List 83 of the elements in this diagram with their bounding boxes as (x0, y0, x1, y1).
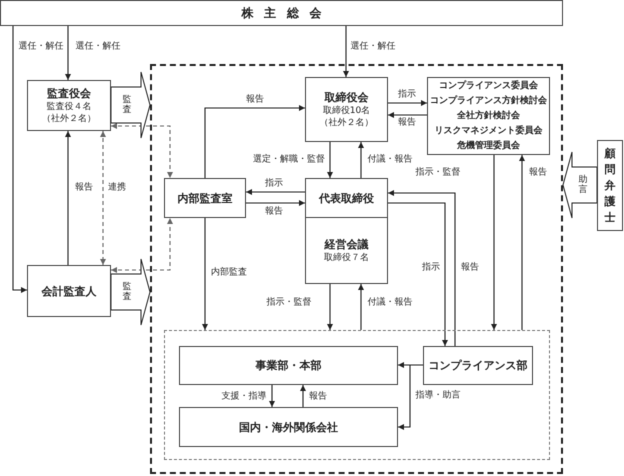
edge-label: 選任・解任 (350, 42, 396, 52)
arrow (111, 218, 173, 273)
arrow (327, 142, 333, 178)
block-arrow (562, 152, 598, 218)
box-title: 内部監査室 (178, 190, 232, 206)
edge-label: 付議・報告 (366, 298, 414, 308)
box-title: 監査役会 (47, 86, 91, 101)
edge-label: 報告 (460, 262, 480, 274)
arrow (388, 100, 427, 106)
box-title: コンプライアンス部 (428, 358, 528, 373)
org-box (164, 178, 246, 218)
edge-label: 支援・指導 (220, 392, 268, 402)
org-box (423, 346, 533, 385)
box-title: 経営会議 (324, 237, 368, 252)
edge-label: 報告 (245, 94, 265, 106)
edge-label: 報告 (264, 206, 284, 218)
arrow (65, 26, 71, 80)
edge-label: 報告 (528, 168, 548, 178)
committee-name: 危機管理委員会 (457, 139, 520, 152)
block-arrow (110, 258, 151, 326)
arrow (388, 202, 448, 346)
edge-label: 指示・監督 (414, 168, 462, 178)
arrow (246, 189, 305, 195)
committee-name: コンプライアンス委員会 (439, 79, 538, 92)
box-title: 取締役会 (324, 90, 368, 105)
arrow (491, 155, 497, 330)
arrow (300, 385, 306, 407)
arrow (202, 218, 208, 330)
arrow (111, 123, 173, 178)
org-box (305, 217, 388, 284)
box-title: 国内・海外関係会社 (239, 420, 338, 434)
org-box (305, 77, 388, 142)
arrow (388, 112, 427, 118)
arrow (398, 364, 423, 430)
arrow (343, 26, 349, 77)
org-box (597, 140, 623, 231)
edge-label: 報告 (397, 118, 417, 128)
edge-label: 指導・助言 (414, 390, 462, 402)
edge-label: 選任・解任 (74, 42, 122, 52)
org-box (179, 346, 398, 385)
org-box (27, 80, 111, 131)
edge-label: 助言 (578, 175, 588, 195)
box-title: 会計監査人 (42, 284, 96, 298)
edge-label: 指示 (264, 178, 284, 190)
arrow (519, 155, 525, 330)
arrow (269, 385, 275, 407)
arrow (12, 26, 27, 293)
edge-label: 監査 (122, 282, 132, 302)
edge-label: 選任・解任 (18, 42, 64, 52)
arrow (358, 284, 364, 330)
committee-name: コンプライアンス方針検討会 (430, 94, 547, 108)
arrow (358, 142, 364, 178)
box-title: 株主総会 (241, 6, 332, 20)
org-box (27, 265, 111, 317)
edge-label: 付議・報告 (366, 154, 414, 166)
edge-label: 指示 (397, 90, 417, 100)
edge-label: 監査 (122, 95, 132, 115)
arrow (246, 200, 305, 206)
box-note: 取締役７名 (323, 252, 370, 264)
org-box (0, 0, 563, 26)
edge-label: 選定・解職・監督 (252, 154, 326, 166)
box-title: 事業部・本部 (256, 358, 322, 373)
committee-name: 全社方針検討会 (457, 109, 520, 122)
edge-label: 指示・監督 (266, 298, 312, 308)
org-box (305, 178, 388, 218)
arrow (204, 105, 305, 178)
org-box (179, 407, 398, 447)
arrow (100, 131, 106, 265)
arrow (327, 284, 333, 330)
org-box (427, 77, 550, 155)
arrow (388, 190, 456, 346)
block-arrow (110, 72, 151, 138)
committee-name: リスクマネジメント委員会 (434, 124, 542, 138)
arrow (65, 131, 71, 265)
edge-label: 連携 (107, 182, 127, 194)
edge-label: 報告 (308, 392, 328, 402)
edge-label: 報告 (74, 182, 94, 194)
edge-label: 指示 (421, 262, 441, 274)
box-title: 代表取締役 (319, 190, 374, 206)
box-note: 監査役４名（社外２名） (41, 101, 97, 125)
box-note: 取締役10名（社外２名） (318, 105, 374, 129)
edge-label: 内部監査 (210, 268, 248, 278)
box-title: 顧問弁護士 (604, 146, 616, 226)
